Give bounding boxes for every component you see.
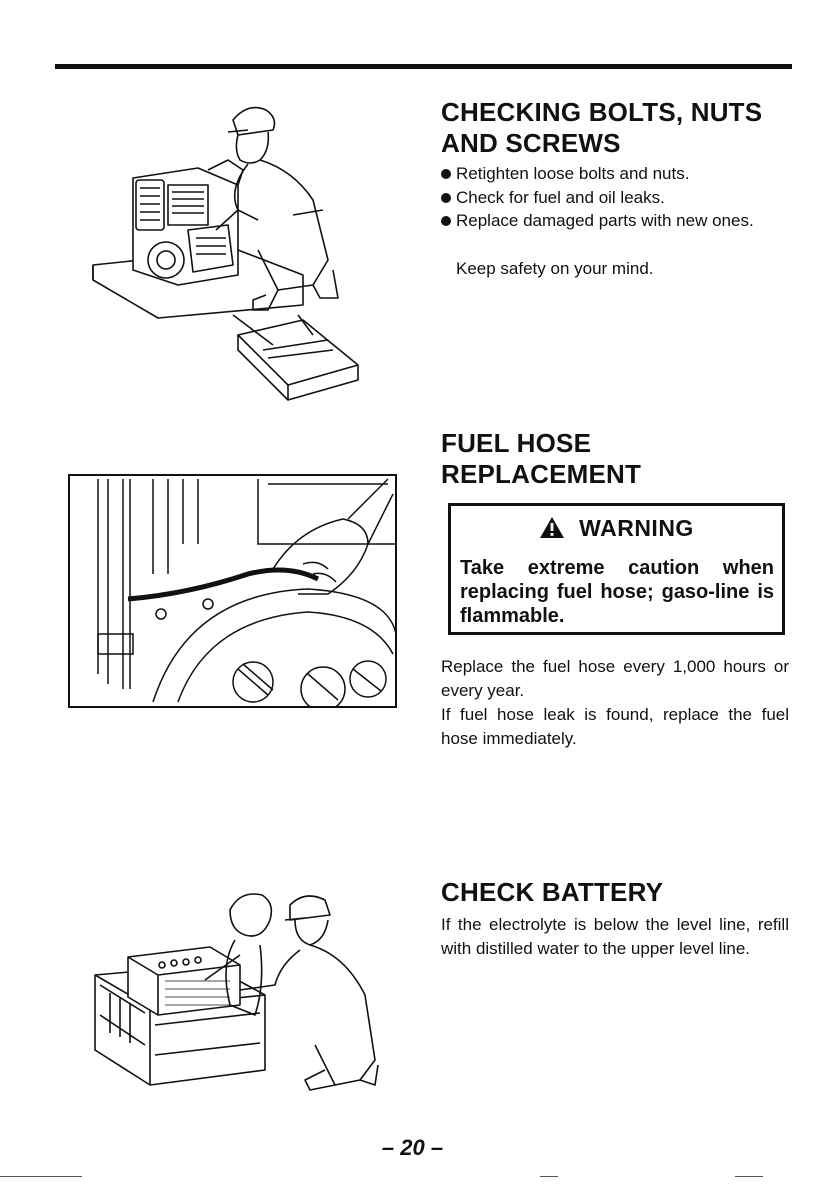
bolts-checklist: Retighten loose bolts and nuts. Check fo… xyxy=(441,162,791,233)
list-item-text: Replace damaged parts with new ones. xyxy=(456,211,754,230)
heading-line: AND SCREWS xyxy=(441,128,621,158)
bullet-icon xyxy=(441,169,451,179)
safety-note: Keep safety on your mind. xyxy=(456,259,654,278)
page-number: – 20 – xyxy=(381,1135,444,1160)
footer-rule xyxy=(540,1176,558,1177)
section-heading-checking-bolts: CHECKING BOLTS, NUTS AND SCREWS xyxy=(441,97,762,159)
battery-paragraph: If the electrolyte is below the level li… xyxy=(441,915,789,958)
fuel-hose-illustration xyxy=(68,474,397,708)
warning-triangle-icon xyxy=(540,517,565,538)
list-item: Replace damaged parts with new ones. xyxy=(441,209,791,233)
list-item: Retighten loose bolts and nuts. xyxy=(441,162,791,186)
warning-title: WARNING xyxy=(579,515,694,541)
fuel-hose-paragraph: If fuel hose leak is found, replace the … xyxy=(441,705,789,748)
section-heading-fuel-hose: FUEL HOSE REPLACEMENT xyxy=(441,428,641,490)
heading-line: FUEL HOSE xyxy=(441,428,592,458)
engine-mechanic-illustration xyxy=(92,106,359,401)
list-item-text: Check for fuel and oil leaks. xyxy=(456,187,665,207)
heading-line: REPLACEMENT xyxy=(441,459,642,489)
warning-title-row: WARNING xyxy=(451,515,782,542)
top-rule xyxy=(55,64,792,69)
fuel-hose-paragraph: Replace the fuel hose every 1,000 hours … xyxy=(441,657,789,700)
heading-line: CHECKING BOLTS, NUTS xyxy=(441,97,763,127)
warning-box: WARNING Take extreme caution when replac… xyxy=(448,503,785,635)
section-heading-check-battery: CHECK BATTERY xyxy=(441,877,663,908)
footer-rule xyxy=(0,1176,82,1177)
list-item: Check for fuel and oil leaks. xyxy=(441,186,791,210)
bullet-icon xyxy=(441,192,451,203)
footer-rule xyxy=(735,1176,763,1177)
heading-line: CHECK BATTERY xyxy=(441,877,664,907)
battery-check-illustration xyxy=(94,893,379,1091)
warning-text: Take extreme caution when replacing fuel… xyxy=(460,557,774,627)
list-item-text: Retighten loose bolts and nuts. xyxy=(456,164,690,183)
bullet-icon xyxy=(441,216,451,226)
